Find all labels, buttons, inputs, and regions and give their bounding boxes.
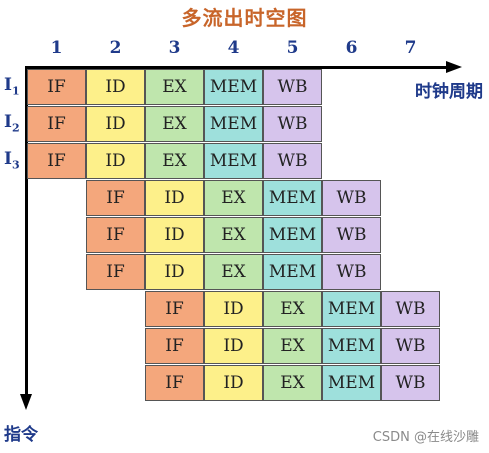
stage-cell-mem: MEM: [263, 217, 322, 253]
stage-cell-if: IF: [27, 143, 86, 179]
cycle-number: 7: [404, 38, 417, 58]
stage-cell-id: ID: [145, 217, 204, 253]
instruction-label-main: I: [4, 149, 12, 169]
diagram-title: 多流出时空图: [181, 6, 308, 30]
instruction-label-main: I: [4, 75, 12, 95]
stage-cell-mem: MEM: [204, 69, 263, 105]
stage-cell-id: ID: [86, 69, 145, 105]
stage-cell-id: ID: [204, 291, 263, 327]
stage-cell-if: IF: [86, 254, 145, 290]
stage-cell-id: ID: [86, 106, 145, 142]
stage-cell-ex: EX: [204, 254, 263, 290]
stage-cell-id: ID: [145, 254, 204, 290]
instruction-label: I1: [4, 75, 26, 97]
stage-cell-mem: MEM: [322, 365, 381, 401]
stage-cell-id: ID: [204, 328, 263, 364]
stage-cell-wb: WB: [322, 217, 381, 253]
y-axis-label: 指令: [4, 425, 38, 445]
stage-cell-ex: EX: [204, 217, 263, 253]
stage-cell-if: IF: [27, 106, 86, 142]
stage-cell-mem: MEM: [263, 254, 322, 290]
stage-cell-id: ID: [145, 180, 204, 216]
stage-cell-wb: WB: [381, 365, 440, 401]
cycle-number: 4: [227, 38, 240, 58]
y-axis-line: [25, 66, 28, 396]
stage-cell-wb: WB: [322, 254, 381, 290]
cycle-number: 2: [109, 38, 122, 58]
x-axis-label: 时钟周期: [415, 82, 483, 102]
instruction-label-sub: 2: [11, 121, 20, 135]
instruction-label: I2: [4, 112, 26, 134]
stage-cell-id: ID: [86, 143, 145, 179]
stage-cell-if: IF: [86, 180, 145, 216]
stage-cell-mem: MEM: [263, 180, 322, 216]
stage-cell-wb: WB: [322, 180, 381, 216]
instruction-label-sub: 1: [11, 84, 20, 98]
stage-cell-ex: EX: [263, 291, 322, 327]
stage-cell-id: ID: [204, 365, 263, 401]
instruction-label-sub: 3: [11, 158, 20, 172]
stage-cell-wb: WB: [381, 291, 440, 327]
instruction-label-main: I: [4, 112, 12, 132]
stage-cell-if: IF: [27, 69, 86, 105]
stage-cell-wb: WB: [263, 143, 322, 179]
stage-cell-if: IF: [145, 365, 204, 401]
cycle-number: 5: [286, 38, 299, 58]
stage-cell-if: IF: [145, 291, 204, 327]
stage-cell-ex: EX: [145, 106, 204, 142]
cycle-number: 6: [345, 38, 358, 58]
stage-cell-wb: WB: [381, 328, 440, 364]
cycle-number: 3: [168, 38, 181, 58]
stage-cell-mem: MEM: [204, 143, 263, 179]
y-axis-arrow-icon: [20, 394, 32, 410]
stage-cell-ex: EX: [145, 143, 204, 179]
stage-cell-ex: EX: [263, 328, 322, 364]
x-axis-arrow-icon: [446, 61, 462, 73]
stage-cell-mem: MEM: [322, 328, 381, 364]
cycle-number: 1: [50, 38, 63, 58]
x-axis-line: [26, 66, 448, 69]
stage-cell-mem: MEM: [204, 106, 263, 142]
stage-cell-wb: WB: [263, 106, 322, 142]
watermark: CSDN @在线沙雕: [372, 430, 479, 445]
stage-cell-if: IF: [86, 217, 145, 253]
stage-cell-ex: EX: [204, 180, 263, 216]
stage-cell-wb: WB: [263, 69, 322, 105]
stage-cell-ex: EX: [145, 69, 204, 105]
stage-cell-ex: EX: [263, 365, 322, 401]
stage-cell-mem: MEM: [322, 291, 381, 327]
stage-cell-if: IF: [145, 328, 204, 364]
instruction-label: I3: [4, 149, 26, 171]
